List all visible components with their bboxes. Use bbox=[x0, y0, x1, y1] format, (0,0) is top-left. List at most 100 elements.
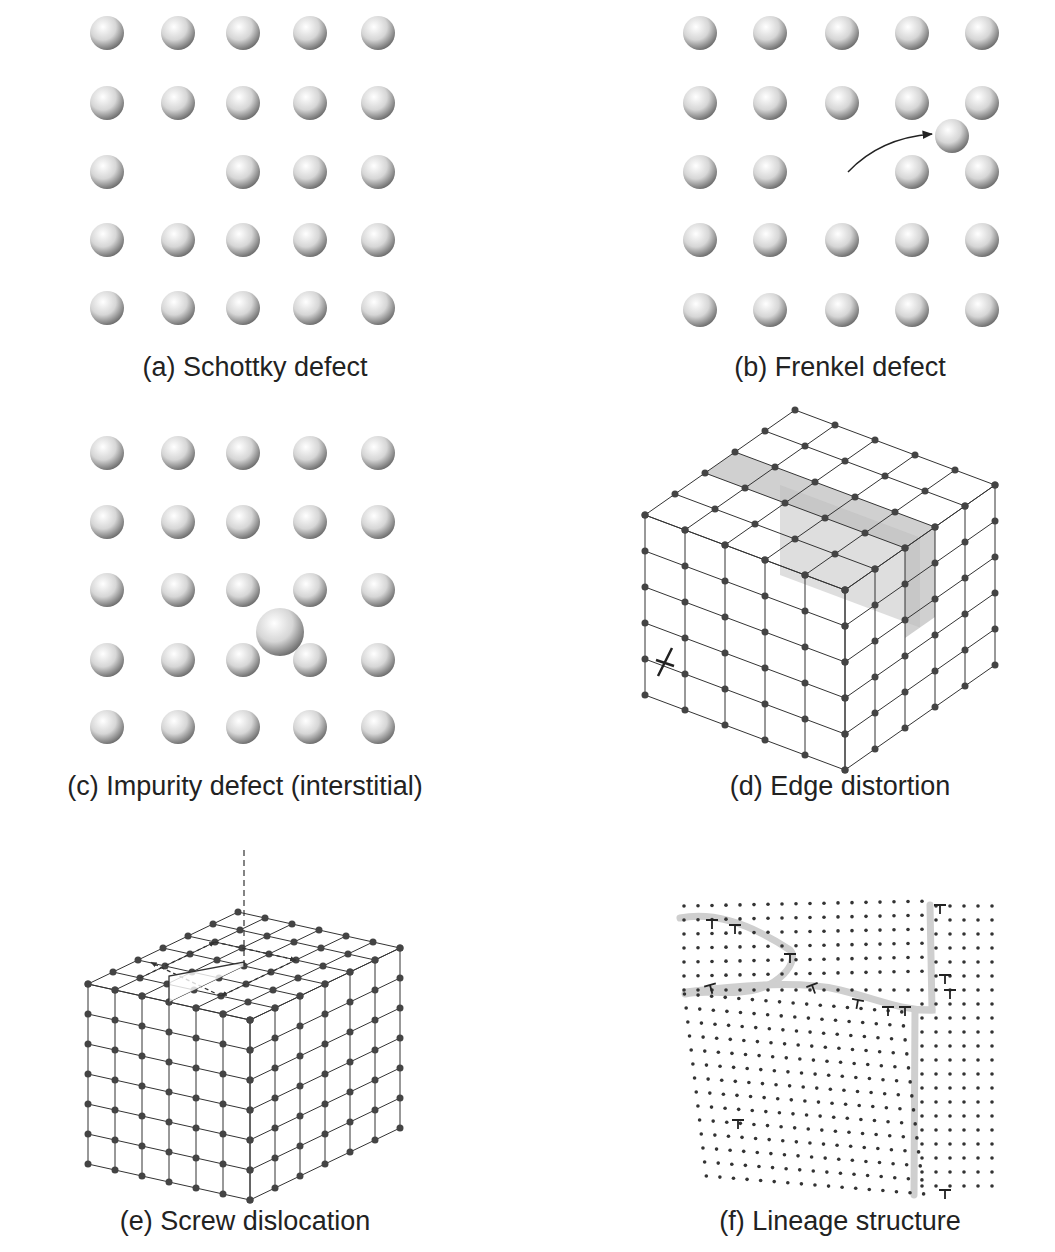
lattice-line bbox=[645, 515, 845, 590]
lattice-point bbox=[850, 957, 854, 961]
lattice-point bbox=[742, 1150, 746, 1154]
lattice-point bbox=[772, 464, 779, 471]
lattice-point bbox=[749, 1095, 753, 1099]
lattice-point bbox=[902, 617, 909, 624]
lattice-point bbox=[802, 572, 809, 579]
grain-boundary bbox=[686, 984, 932, 1010]
atom bbox=[361, 155, 395, 189]
lattice-point bbox=[992, 554, 999, 561]
atom bbox=[226, 436, 260, 470]
lattice-line bbox=[250, 948, 400, 1020]
dislocation-symbol bbox=[784, 954, 796, 963]
lattice-point bbox=[682, 932, 686, 936]
lattice-point bbox=[990, 988, 994, 992]
schottky-lattice bbox=[90, 16, 395, 325]
lattice-point bbox=[235, 909, 242, 916]
lattice-point bbox=[990, 1184, 994, 1188]
impurity-lattice bbox=[90, 436, 395, 744]
lattice-point bbox=[247, 1107, 254, 1114]
lattice-point bbox=[738, 945, 742, 949]
lattice-point bbox=[962, 974, 966, 978]
lattice-point bbox=[762, 665, 769, 672]
lattice-point bbox=[864, 915, 868, 919]
lattice-point bbox=[825, 1059, 829, 1063]
atom bbox=[825, 16, 859, 50]
lattice-point bbox=[372, 957, 379, 964]
lattice-point bbox=[893, 1065, 897, 1069]
lattice-point bbox=[948, 946, 952, 950]
lattice-point bbox=[270, 987, 277, 994]
atom bbox=[895, 16, 929, 50]
lattice-point bbox=[738, 973, 742, 977]
lattice-point bbox=[788, 1084, 792, 1088]
lattice-point bbox=[727, 1134, 731, 1138]
lattice-point bbox=[794, 930, 798, 934]
atom bbox=[825, 293, 859, 327]
lattice-point bbox=[962, 988, 966, 992]
atom bbox=[161, 573, 195, 607]
lattice-point bbox=[740, 1025, 744, 1029]
lattice-point bbox=[139, 1083, 146, 1090]
lattice-line bbox=[645, 623, 845, 698]
lattice-point bbox=[962, 647, 969, 654]
atom bbox=[683, 16, 717, 50]
lattice-point bbox=[738, 917, 742, 921]
lattice-point bbox=[892, 956, 896, 960]
lattice-point bbox=[808, 902, 812, 906]
lattice-point bbox=[822, 971, 826, 975]
lattice-point bbox=[849, 1034, 853, 1038]
lattice-point bbox=[902, 1024, 906, 1028]
lattice-point bbox=[906, 900, 910, 904]
lattice-point bbox=[920, 969, 924, 973]
lattice-point bbox=[827, 1073, 831, 1077]
lattice-point bbox=[820, 1128, 824, 1132]
lattice-point bbox=[842, 1089, 846, 1093]
lattice-point bbox=[187, 951, 194, 958]
dislocation-symbol bbox=[944, 990, 956, 999]
lattice-point bbox=[812, 1058, 816, 1062]
lattice-point bbox=[934, 1128, 938, 1132]
lattice-point bbox=[370, 939, 377, 946]
dislocation-symbol bbox=[704, 983, 718, 995]
lattice-point bbox=[696, 946, 700, 950]
lattice-point bbox=[791, 1001, 795, 1005]
lattice-point bbox=[836, 929, 840, 933]
atom bbox=[293, 86, 327, 120]
screw-dislocation-cube bbox=[85, 850, 404, 1204]
lattice-point bbox=[810, 1155, 814, 1159]
lattice-point bbox=[990, 1058, 994, 1062]
lattice-point bbox=[800, 1071, 804, 1075]
lattice-point bbox=[824, 1045, 828, 1049]
lattice-point bbox=[372, 987, 379, 994]
atom bbox=[361, 505, 395, 539]
lattice-point bbox=[781, 1139, 785, 1143]
lattice-point bbox=[872, 638, 879, 645]
lattice-point bbox=[850, 943, 854, 947]
lattice-point bbox=[193, 1095, 200, 1102]
lattice-point bbox=[990, 1030, 994, 1034]
lattice-point bbox=[796, 1043, 800, 1047]
lattice-point bbox=[863, 1035, 867, 1039]
lattice-point bbox=[851, 1159, 855, 1163]
lattice-point bbox=[900, 1121, 904, 1125]
impurity-atom bbox=[256, 608, 304, 656]
lattice-point bbox=[903, 1149, 907, 1153]
lattice-point bbox=[762, 629, 769, 636]
lattice-point bbox=[852, 1062, 856, 1066]
lattice-line bbox=[250, 1038, 400, 1110]
lattice-point bbox=[934, 1156, 938, 1160]
lattice-point bbox=[905, 1052, 909, 1056]
lattice-point bbox=[739, 1011, 743, 1015]
lattice-point bbox=[813, 1072, 817, 1076]
lattice-point bbox=[906, 970, 910, 974]
lattice-point bbox=[112, 1017, 119, 1024]
lattice-point bbox=[780, 972, 784, 976]
lattice-point bbox=[316, 927, 323, 934]
lattice-point bbox=[747, 1081, 751, 1085]
lattice-point bbox=[347, 1119, 354, 1126]
lattice-point bbox=[920, 1100, 924, 1104]
lattice-point bbox=[854, 1076, 858, 1080]
lattice-point bbox=[813, 1183, 817, 1187]
lattice-point bbox=[876, 1036, 880, 1040]
lattice-point bbox=[642, 548, 649, 555]
